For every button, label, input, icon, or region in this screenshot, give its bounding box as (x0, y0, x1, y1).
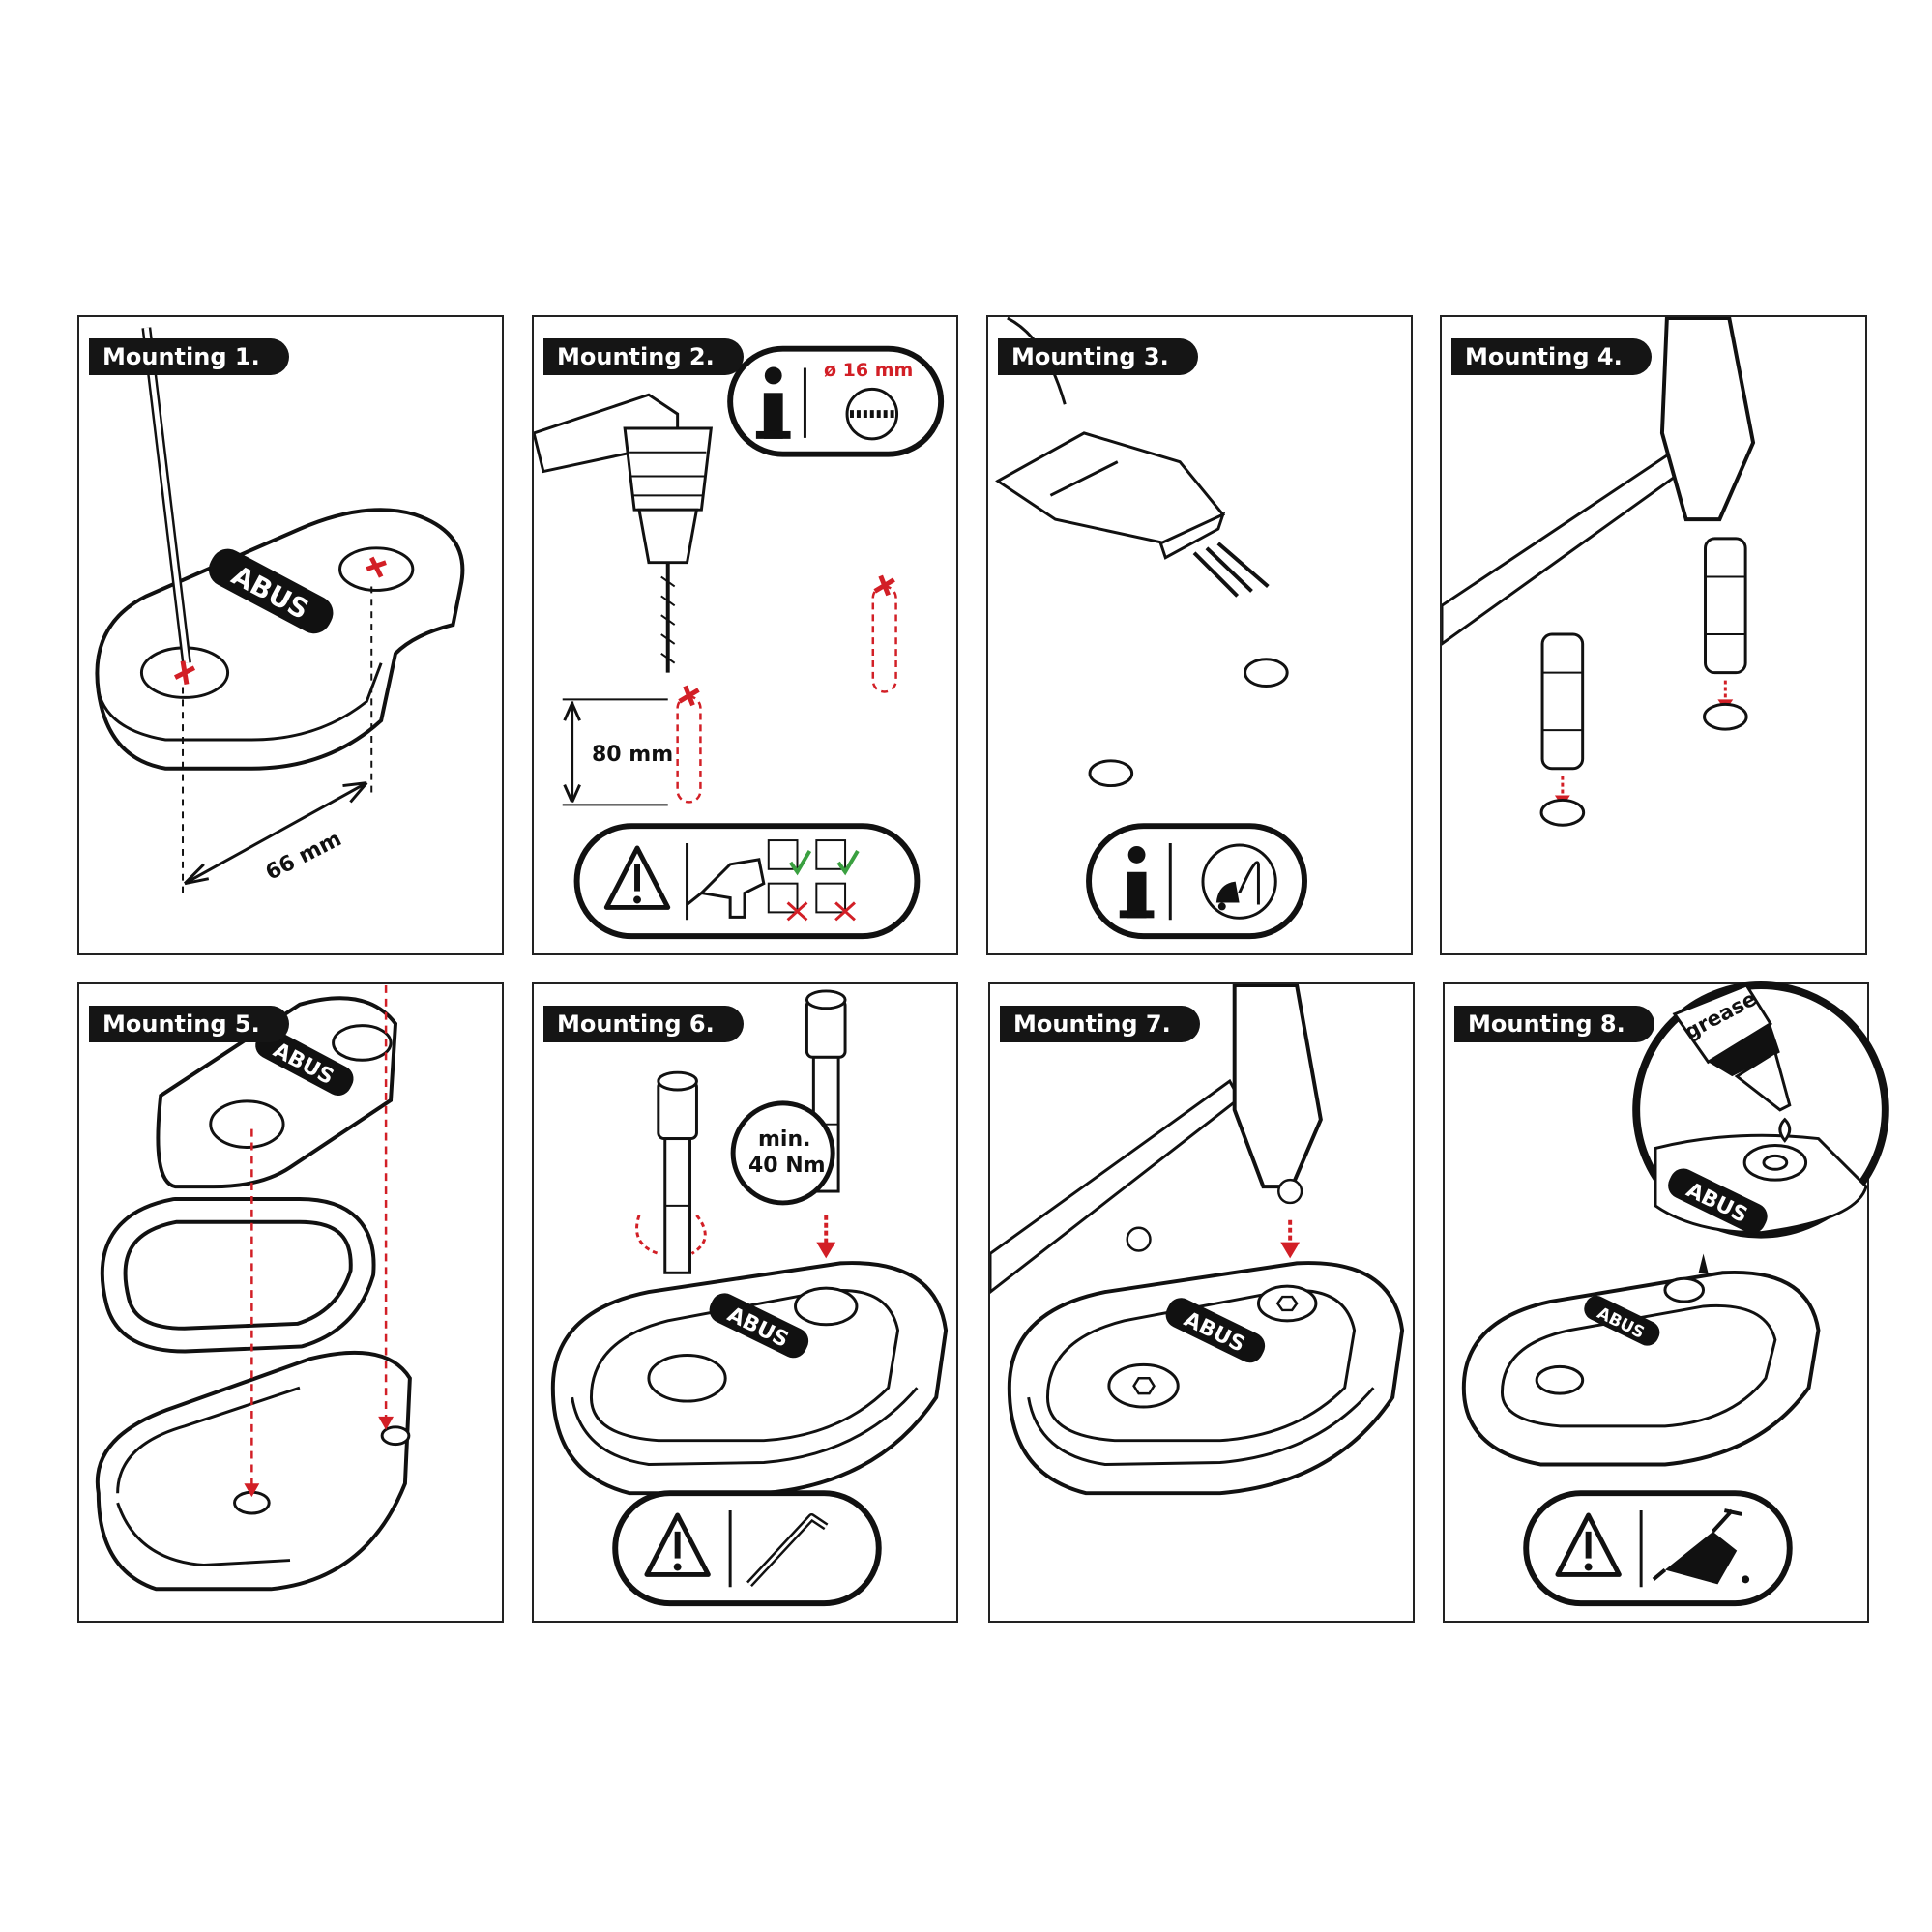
allen-key-icon (746, 1513, 829, 1588)
panel-title: Mounting 8. (1454, 1006, 1654, 1042)
drill (534, 393, 713, 673)
surface-types-icon (767, 839, 860, 922)
torque-label-line2: 40 Nm (748, 1154, 826, 1178)
panel-mounting-3: Mounting 3. (986, 315, 1413, 955)
panel-title: Mounting 2. (543, 338, 744, 375)
warning-icon (644, 1512, 711, 1577)
warning-badge (612, 1490, 882, 1607)
panel-mounting-7: Mounting 7. ABUS (988, 982, 1415, 1623)
mounting-2-illustration (534, 345, 945, 940)
drill-diameter-badge (727, 345, 945, 457)
panel-mounting-2: Mounting 2. (532, 315, 958, 955)
mounting-7-illustration: ABUS (990, 984, 1405, 1496)
panel-title: Mounting 7. (1000, 1006, 1200, 1042)
panel-title: Mounting 4. (1451, 338, 1652, 375)
torque-label-line1: min. (758, 1127, 811, 1152)
panel-title: Mounting 1. (89, 338, 289, 375)
vacuum-icon (1201, 843, 1277, 920)
hammer-icon (1442, 317, 1756, 646)
mounting-4-illustration (1442, 317, 1756, 827)
panel-mounting-4: Mounting 4. (1440, 315, 1867, 955)
panel-mounting-6: Mounting 6. ABUS (532, 982, 958, 1623)
hammer-drill-icon (686, 858, 766, 919)
panel-mounting-1: Mounting 1. ABUS 66 mm (77, 315, 504, 955)
warning-badge (1523, 1490, 1793, 1607)
depth-label: 80 mm (592, 743, 674, 767)
mounting-3-illustration (995, 317, 1307, 940)
panel-title: Mounting 3. (998, 338, 1198, 375)
oil-can-icon (1652, 1508, 1750, 1585)
info-icon (755, 366, 791, 439)
grease-tube (1672, 983, 1792, 1143)
mounting-1-illustration: ABUS (95, 327, 465, 893)
mounting-8-illustration: ABUS ABUS (1461, 981, 1889, 1607)
torque-badge (730, 1100, 835, 1206)
drill-hole (1088, 759, 1134, 788)
mounting-5-illustration: ABUS (95, 985, 412, 1592)
info-vacuum-badge (1086, 823, 1307, 940)
screwdriver-icon (141, 327, 191, 664)
drill-hole (1244, 658, 1289, 688)
wall-anchor (1704, 537, 1747, 675)
warning-badge (573, 823, 921, 940)
panel-title: Mounting 5. (89, 1006, 289, 1042)
panel-mounting-8: Mounting 8. ABUS ABUS (1443, 981, 1889, 1623)
detail-magnifier: ABUS (1632, 981, 1889, 1239)
panel-title: Mounting 6. (543, 1006, 744, 1042)
drill-diameter-label: ø 16 mm (824, 360, 914, 381)
info-icon (1119, 846, 1155, 919)
mounting-6-illustration: ABUS (550, 989, 949, 1607)
panel-mounting-5: Mounting 5. ABUS (77, 982, 504, 1623)
warning-icon (1555, 1512, 1622, 1577)
mark-cross (173, 556, 387, 685)
drill-bit-icon (845, 387, 899, 441)
wall-anchor (1540, 632, 1585, 771)
warning-icon (603, 845, 671, 910)
bolt (657, 1070, 698, 1274)
